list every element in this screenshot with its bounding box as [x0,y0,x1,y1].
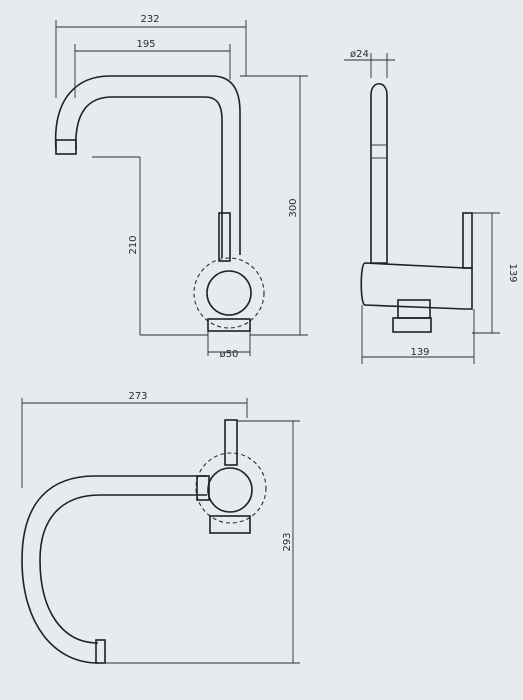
top-spout-outer [21,475,207,664]
top-base [209,515,251,534]
front-spout-inner [75,96,223,258]
top-lever [224,419,238,466]
top-spout-inner [39,494,207,644]
dim-spout-diameter: ø24 [350,49,369,60]
side-neck [397,299,431,319]
dim-height-spout: 210 [128,235,139,254]
front-spout-tip [55,139,77,155]
top-connector [196,475,210,501]
front-body [206,270,252,316]
dim-width-total: 232 [140,14,159,25]
dim-side-height: 139 [507,263,518,282]
dim-side-depth: 139 [410,347,429,358]
side-spout [370,82,388,264]
front-base [207,318,251,332]
top-spout-tip [95,639,106,664]
front-lever [218,212,231,262]
side-lever [462,212,473,269]
dim-top-depth: 293 [282,532,293,551]
top-body [207,467,253,513]
side-view: ø24 139 139 [344,49,518,364]
front-view: 232 195 300 210 ø50 [54,14,308,360]
top-view: 273 293 [21,391,300,664]
dim-width-spout: 195 [136,39,155,50]
dim-base-diameter: ø50 [220,349,239,360]
dim-height-total: 300 [288,198,299,217]
side-base [392,317,432,333]
front-rotation-circle [193,257,265,329]
side-body [360,262,473,310]
dim-top-width: 273 [128,391,147,402]
front-spout-outer [54,75,241,255]
top-rotation-circle [195,452,267,524]
